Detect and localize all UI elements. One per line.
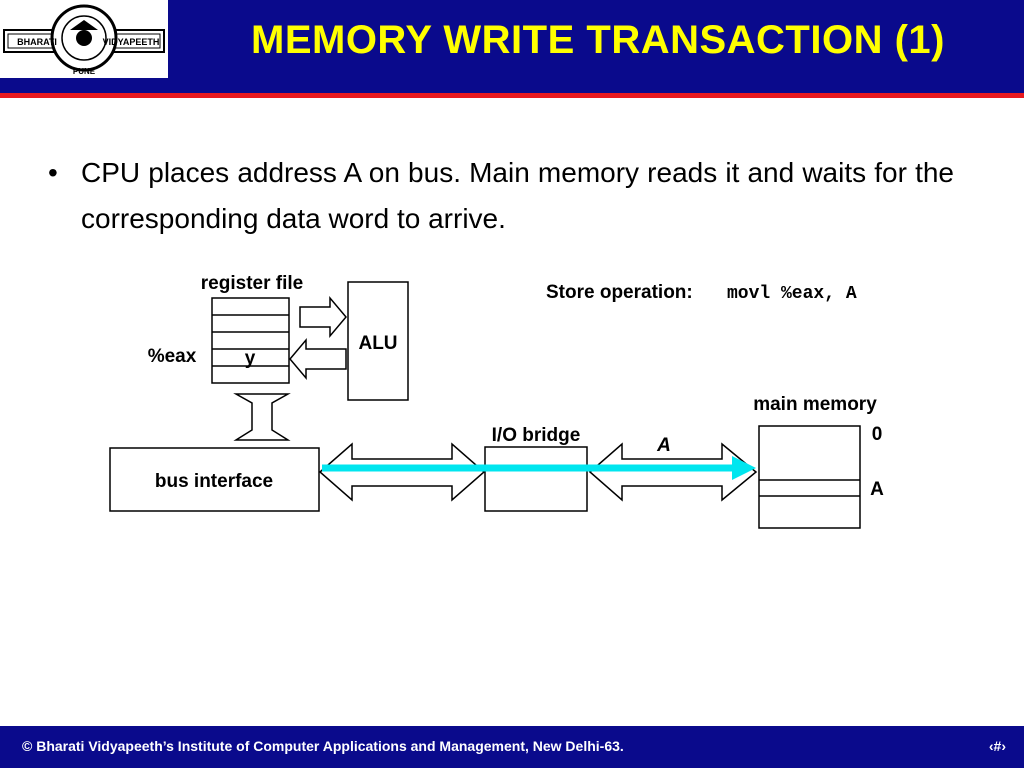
store-operation-label: Store operation: xyxy=(546,282,693,303)
bullet-point: • CPU places address A on bus. Main memo… xyxy=(48,150,954,242)
bus-interface-box xyxy=(109,447,320,512)
bus-address-label: A xyxy=(656,435,671,456)
logo-text-right: VIDYAPEETH xyxy=(103,37,160,47)
main-memory-box xyxy=(758,425,861,529)
register-file xyxy=(211,297,290,384)
slide-title: MEMORY WRITE TRANSACTION (1) xyxy=(251,18,945,62)
memory-addr-zero: 0 xyxy=(872,424,883,445)
header-divider xyxy=(0,93,1024,98)
logo-emblem: BHARATI VIDYAPEETH PUNE xyxy=(3,4,165,76)
cpu-bus-double-arrow xyxy=(233,393,291,441)
footer-copyright: © Bharati Vidyapeeth’s Institute of Comp… xyxy=(22,738,624,754)
memory-addr-a: A xyxy=(870,479,884,500)
system-bus-arrow xyxy=(318,442,486,502)
bullet-dot: • xyxy=(48,157,58,188)
address-flow-arrow xyxy=(322,456,756,480)
logo-text-bottom: PUNE xyxy=(73,67,96,76)
store-operation-code: movl %eax, A xyxy=(727,284,857,304)
footer-bar: © Bharati Vidyapeeth’s Institute of Comp… xyxy=(0,726,1024,768)
bus-interface-label: bus interface xyxy=(155,471,273,492)
header-bar: BHARATI VIDYAPEETH PUNE MEMORY WRITE TRA… xyxy=(0,0,1024,93)
alu-box xyxy=(347,281,409,401)
eax-value: y xyxy=(245,348,256,369)
slide-number: ‹#› xyxy=(988,738,1006,754)
memory-bus-arrow xyxy=(588,442,758,502)
io-bridge-box xyxy=(484,446,588,512)
alu-to-reg-arrow xyxy=(289,337,347,381)
alu-label: ALU xyxy=(358,333,397,354)
reg-to-alu-arrow xyxy=(299,295,347,339)
eax-label: %eax xyxy=(148,346,197,367)
main-memory-label: main memory xyxy=(753,394,877,415)
logo-text-left: BHARATI xyxy=(17,37,57,47)
io-bridge-label: I/O bridge xyxy=(492,425,581,446)
bullet-text: CPU places address A on bus. Main memory… xyxy=(81,157,954,234)
institute-logo: BHARATI VIDYAPEETH PUNE xyxy=(0,0,168,78)
register-file-label: register file xyxy=(201,273,303,294)
